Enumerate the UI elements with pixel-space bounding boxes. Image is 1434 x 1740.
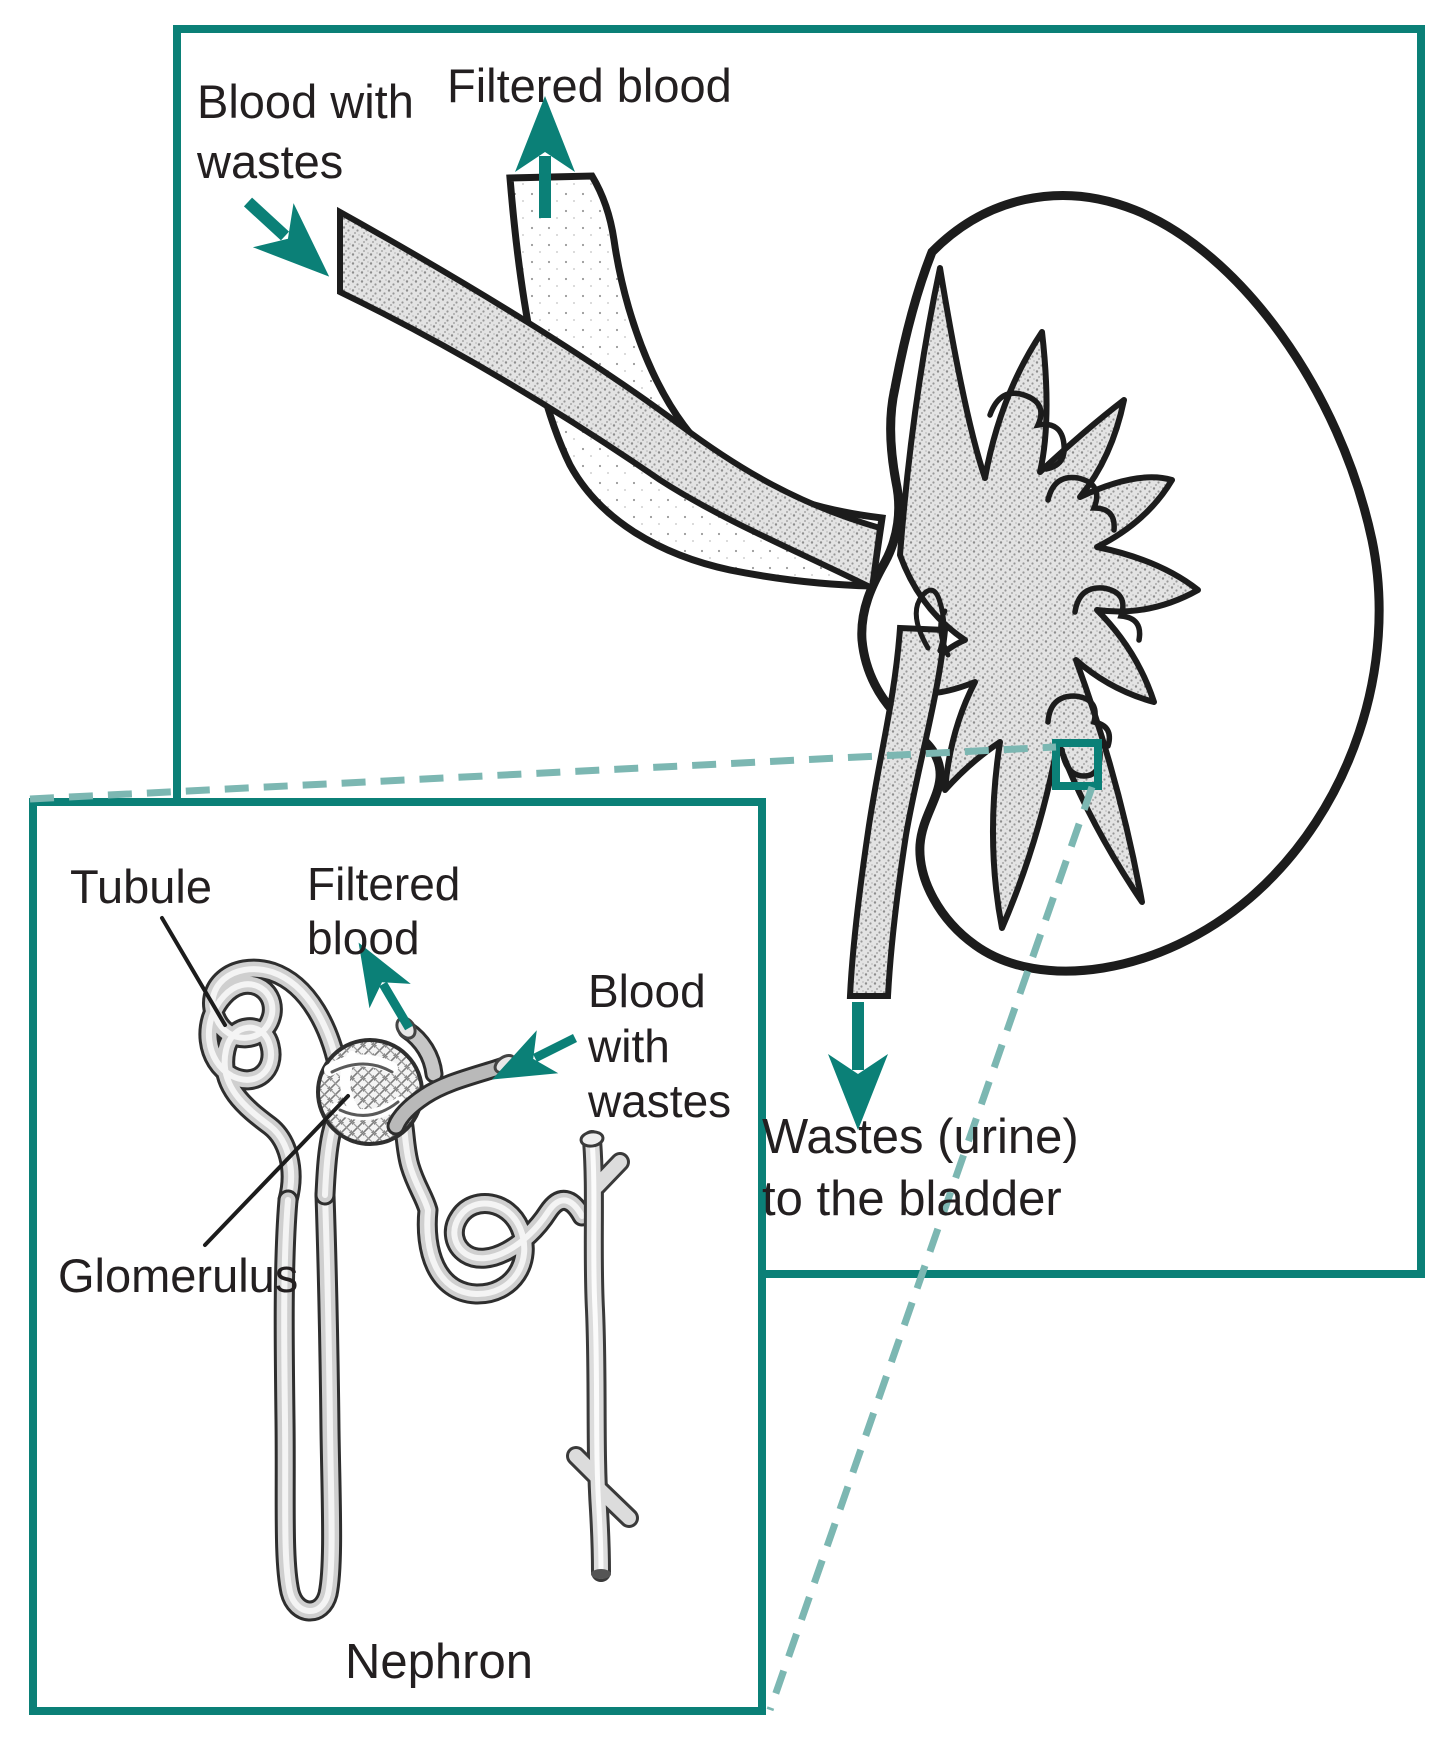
loop-of-henle	[273, 1184, 343, 1622]
renal-artery	[337, 206, 884, 593]
nephron-illustration	[160, 916, 639, 1622]
label-glomerulus: Glomerulus	[58, 1249, 299, 1302]
collecting-duct	[566, 1130, 639, 1582]
label-tubule: Tubule	[70, 860, 212, 913]
tubule-pointer-line	[160, 916, 227, 1027]
ureter	[846, 624, 949, 999]
label-wastes-urine-to-bladder: Wastes (urine) to the bladder	[762, 1110, 1079, 1226]
kidney-illustration	[337, 172, 1384, 999]
inset-blood-with-wastes-arrow	[492, 1030, 578, 1080]
nephron-zoom-box	[1052, 739, 1102, 790]
callout-line-bottom	[766, 785, 1096, 1712]
glomerulus-pointer-line	[203, 1094, 350, 1247]
label-inset-filtered-blood: Filtered blood	[307, 858, 461, 964]
callout-line-top	[29, 743, 1057, 803]
blood-with-wastes-arrow	[243, 197, 330, 277]
label-nephron-caption: Nephron	[345, 1635, 533, 1689]
glomerulus-capillary-ball	[316, 1038, 424, 1146]
flow-arrows	[243, 96, 888, 1130]
proximal-tubule	[198, 958, 349, 1211]
label-pointer-lines	[160, 916, 350, 1247]
hilum-vessel-curls	[913, 587, 951, 658]
label-filtered-blood: Filtered blood	[447, 59, 732, 112]
label-blood-with-wastes: Blood with wastes	[197, 75, 414, 188]
renal-pelvis-vessels	[897, 265, 1201, 931]
calyces-scallops	[987, 390, 1143, 779]
inset-filtered-blood-arrow	[358, 942, 413, 1031]
label-inset-blood-with-wastes: Blood with wastes	[588, 965, 732, 1127]
callout-dashed-connectors	[29, 743, 1096, 1712]
